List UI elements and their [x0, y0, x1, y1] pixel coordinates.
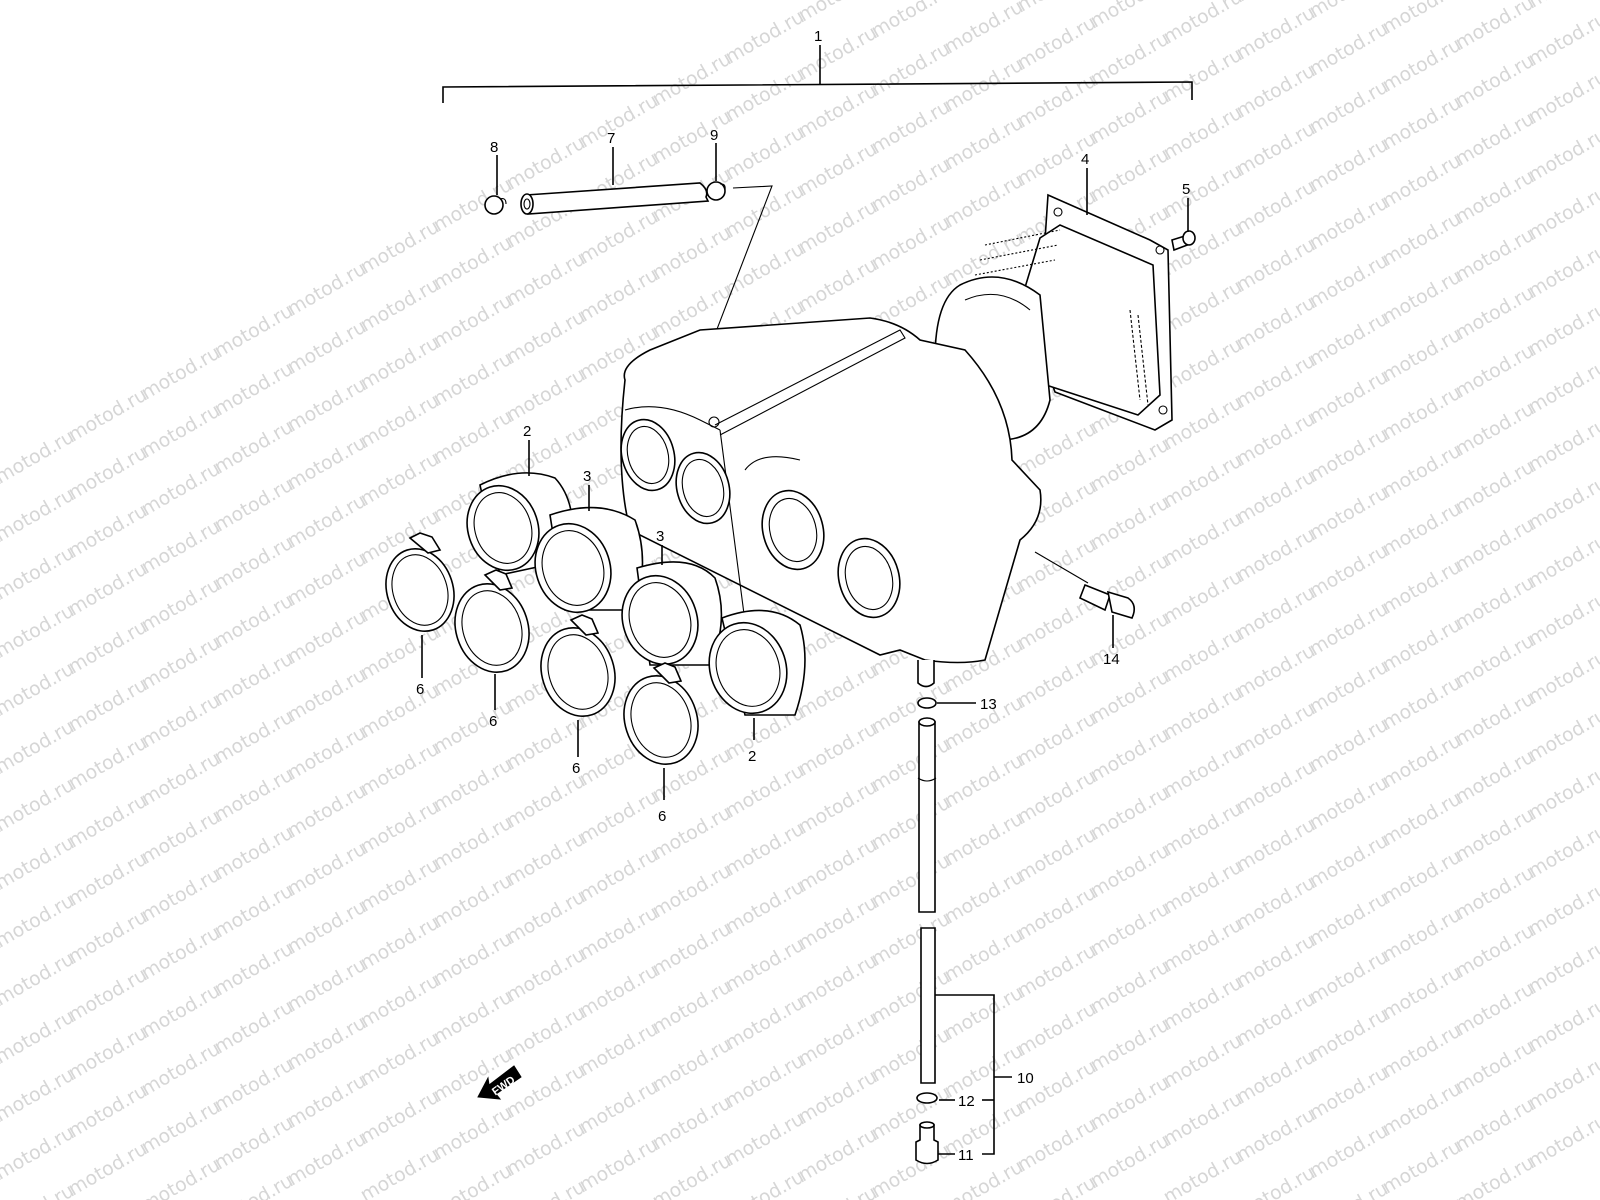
- part-14-bolt: 14: [1034, 551, 1136, 668]
- part-9-clip: 9: [678, 127, 773, 429]
- part-3-intake-duct-b: 3: [621, 528, 723, 666]
- part-6-hose-clamp-b: 6: [454, 569, 530, 730]
- callout-label-3a: 3: [583, 468, 591, 485]
- part-7-breather-hose: 7: [520, 130, 710, 215]
- callout-label-12: 12: [958, 1093, 975, 1110]
- part-6-hose-clamp-d: 6: [623, 662, 699, 825]
- callout-label-6b: 6: [489, 713, 497, 730]
- callout-label-7: 7: [607, 130, 615, 147]
- callout-label-6a: 6: [416, 681, 424, 698]
- callout-label-14: 14: [1103, 651, 1120, 668]
- callout-label-8: 8: [490, 139, 498, 156]
- callout-label-13: 13: [980, 696, 997, 713]
- callout-label-1: 1: [814, 28, 822, 45]
- part-10-drain-hose: 10: [920, 927, 1034, 1155]
- callout-label-4: 4: [1081, 151, 1089, 168]
- part-3-intake-duct-a: 3: [534, 468, 644, 614]
- callout-label-6d: 6: [658, 808, 666, 825]
- fwd-direction-arrow: FWD: [477, 1065, 522, 1100]
- part-11-drain-plug: 11: [915, 1121, 974, 1165]
- part-5-screw: 5: [1171, 181, 1196, 252]
- callout-label-3b: 3: [656, 528, 664, 545]
- callout-label-6c: 6: [572, 760, 580, 777]
- part-13-clip: 13: [917, 696, 997, 713]
- callout-label-2a: 2: [523, 423, 531, 440]
- part-8-clip: 8: [484, 139, 507, 215]
- drain-hose-upper: [917, 717, 937, 913]
- callout-label-9: 9: [710, 127, 718, 144]
- callout-label-11: 11: [958, 1147, 974, 1164]
- callout-label-10: 10: [1017, 1070, 1034, 1087]
- part-6-hose-clamp-a: 6: [385, 532, 455, 698]
- part-2-intake-duct-b: 2: [708, 609, 806, 765]
- callout-label-5: 5: [1182, 181, 1190, 198]
- part-12-clip: 12: [916, 1092, 975, 1110]
- callout-1-bracket: 1: [442, 28, 1193, 103]
- part-6-hose-clamp-c: 6: [540, 614, 616, 777]
- callout-label-2b: 2: [748, 748, 756, 765]
- air-cleaner-housing: [620, 317, 1042, 688]
